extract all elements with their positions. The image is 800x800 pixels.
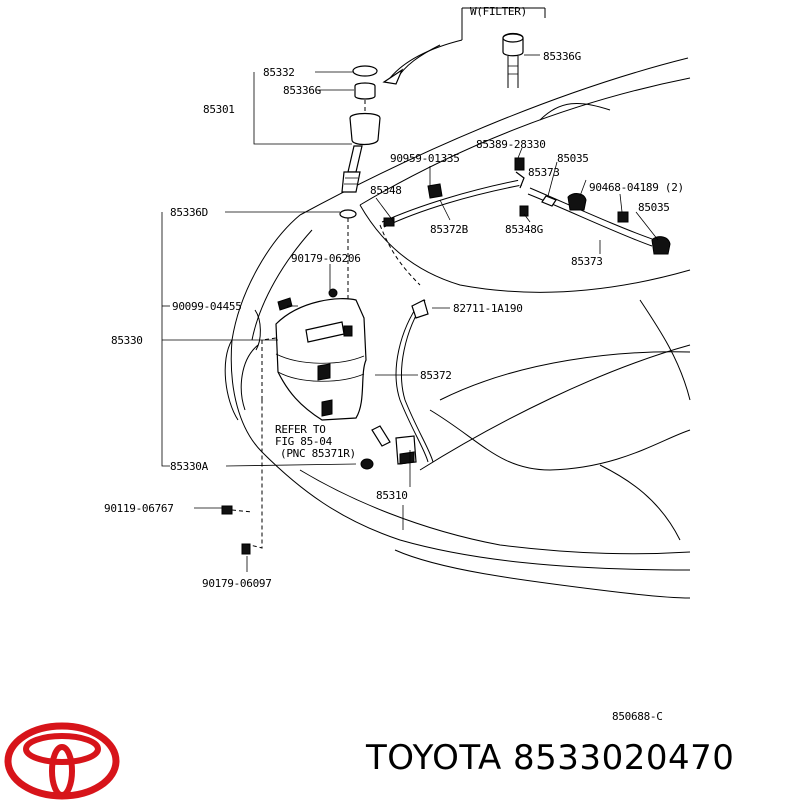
label-85373-top: 85373 — [528, 166, 560, 179]
label-85035-right: 85035 — [638, 201, 670, 214]
refer-note-line-2: FIG 85-04 — [275, 435, 333, 448]
label-85348: 85348 — [370, 184, 402, 197]
label-90119-06767: 90119-06767 — [104, 502, 174, 515]
washer-hoses — [379, 179, 656, 463]
part-labels: W(FILTER) 85336G 85332 85336G 85301 8538… — [104, 5, 684, 723]
label-85336d: 85336D — [170, 206, 208, 219]
label-82711-1a190: 82711-1A190 — [453, 302, 523, 315]
brand-part-title: TOYOTA 8533020470 — [366, 738, 735, 778]
toyota-logo — [4, 722, 120, 800]
label-85372: 85372 — [420, 369, 452, 382]
label-85336g-filter: 85336G — [543, 50, 581, 63]
label-90179-06206: 90179-06206 — [291, 252, 361, 265]
refer-note-line-1: REFER TO — [275, 423, 326, 436]
label-90468-04189: 90468-04189 (2) — [589, 181, 684, 194]
label-90179-06097: 90179-06097 — [202, 577, 272, 590]
label-85310: 85310 — [376, 489, 408, 502]
clips-and-nozzles — [221, 157, 671, 555]
refer-note-line-3: (PNC 85371R) — [280, 447, 356, 460]
filter-part-drawing — [502, 32, 524, 88]
label-85035-top: 85035 — [557, 152, 589, 165]
filter-caption: W(FILTER) — [470, 5, 527, 18]
filter-callout — [382, 7, 546, 88]
label-85330a: 85330A — [170, 460, 209, 473]
washer-reservoir-tank — [261, 298, 367, 421]
label-85372b: 85372B — [430, 223, 469, 236]
car-body-outline — [224, 57, 691, 599]
label-85332: 85332 — [263, 66, 295, 79]
label-85389-28330: 85389-28330 — [476, 138, 546, 151]
label-85336g: 85336G — [283, 84, 321, 97]
figure-code: 850688-C — [612, 710, 663, 723]
filler-neck-assembly — [339, 65, 381, 300]
label-90099-04455: 90099-04455 — [172, 300, 242, 313]
label-85330: 85330 — [111, 334, 143, 347]
label-85301: 85301 — [203, 103, 235, 116]
leader-lines — [161, 71, 659, 572]
label-90959-01335: 90959-01335 — [390, 152, 460, 165]
label-85348g: 85348G — [505, 223, 543, 236]
label-85373-lower: 85373 — [571, 255, 603, 268]
